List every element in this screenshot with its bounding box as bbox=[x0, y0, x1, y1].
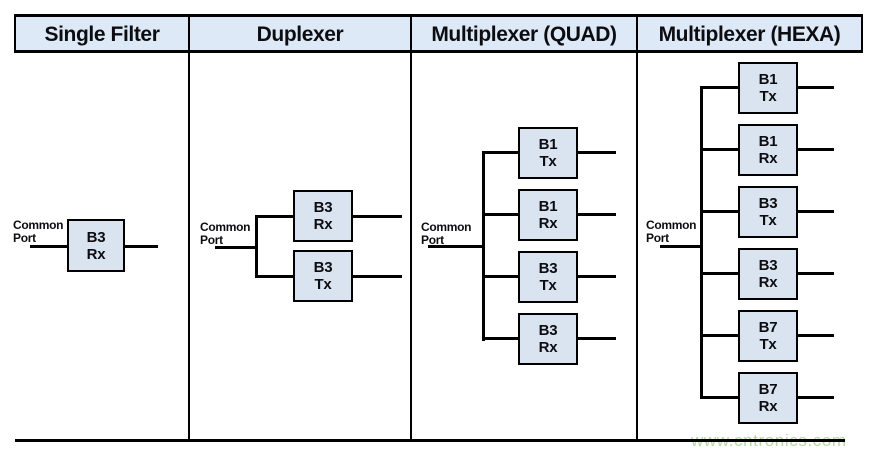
filter-box-b3-rx-quad: B3 Rx bbox=[518, 313, 578, 365]
common-port-line1: Common bbox=[646, 218, 697, 232]
filter-mode: Rx bbox=[758, 398, 778, 415]
filter-box-b1-rx-quad: B1 Rx bbox=[518, 189, 578, 241]
hexa-output-line-1 bbox=[798, 86, 834, 89]
filter-box-b1-tx-quad: B1 Tx bbox=[518, 127, 578, 179]
filter-band: B3 bbox=[86, 228, 106, 246]
table-header-band bbox=[14, 14, 863, 53]
filter-band: B1 bbox=[758, 71, 778, 88]
duplexer-branch-line-1 bbox=[255, 215, 293, 218]
quad-branch-line-1 bbox=[482, 151, 518, 154]
hexa-output-line-2 bbox=[798, 148, 834, 151]
column-divider-1 bbox=[188, 14, 190, 442]
filter-band: B1 bbox=[538, 136, 558, 153]
quad-input-line bbox=[428, 245, 485, 248]
table-bottom-border bbox=[15, 439, 845, 442]
column-divider-3 bbox=[636, 14, 638, 442]
common-port-label-hexa: Common Port bbox=[646, 218, 697, 245]
filter-mode: Tx bbox=[759, 336, 777, 353]
filter-band: B1 bbox=[758, 133, 778, 150]
common-port-line2: Port bbox=[646, 230, 669, 245]
duplexer-branch-line-2 bbox=[255, 275, 293, 278]
hexa-branch-line-6 bbox=[700, 396, 738, 399]
hexa-output-line-5 bbox=[798, 334, 834, 337]
duplexer-branch-vertical bbox=[255, 215, 258, 278]
filter-band: B3 bbox=[758, 195, 778, 212]
hexa-output-line-3 bbox=[798, 210, 834, 213]
common-port-label-duplexer: Common Port bbox=[200, 220, 251, 247]
quad-branch-line-4 bbox=[482, 337, 518, 340]
filter-mode: Rx bbox=[758, 274, 778, 291]
header-duplexer: Duplexer bbox=[256, 23, 344, 46]
quad-branch-line-3 bbox=[482, 275, 518, 278]
filter-box-b3-tx-quad: B3 Tx bbox=[518, 251, 578, 303]
hexa-branch-line-1 bbox=[700, 86, 738, 89]
hexa-branch-line-5 bbox=[700, 334, 738, 337]
filter-band: B1 bbox=[538, 198, 558, 215]
quad-branch-vertical bbox=[482, 151, 485, 341]
filter-mode: Rx bbox=[538, 215, 558, 232]
common-port-line1: Common bbox=[200, 220, 251, 234]
single-output-line bbox=[125, 245, 158, 248]
duplexer-output-line-2 bbox=[353, 275, 402, 278]
filter-mode: Tx bbox=[314, 276, 332, 293]
filter-box-b1-rx-hexa: B1 Rx bbox=[738, 124, 798, 176]
filter-band: B3 bbox=[538, 322, 558, 339]
filter-mode: Tx bbox=[759, 212, 777, 229]
filter-mode: Tx bbox=[759, 88, 777, 105]
column-divider-2 bbox=[410, 14, 412, 442]
common-port-line2: Port bbox=[421, 232, 444, 247]
header-multiplexer-hexa: Multiplexer (HEXA) bbox=[658, 23, 841, 46]
header-single-filter: Single Filter bbox=[44, 23, 160, 46]
common-port-line1: Common bbox=[421, 220, 472, 234]
common-port-line1: Common bbox=[13, 218, 64, 232]
filter-mode: Rx bbox=[86, 245, 106, 263]
filter-box-b3-rx-duplexer: B3 Rx bbox=[293, 190, 353, 242]
filter-band: B7 bbox=[758, 319, 778, 336]
filter-band: B3 bbox=[538, 260, 558, 277]
filter-mode: Tx bbox=[539, 153, 557, 170]
filter-mode: Rx bbox=[313, 216, 333, 233]
hexa-branch-line-3 bbox=[700, 210, 738, 213]
quad-output-line-2 bbox=[578, 213, 616, 216]
filter-box-b3-rx-hexa: B3 Rx bbox=[738, 248, 798, 300]
hexa-branch-vertical bbox=[700, 86, 703, 399]
filter-mode: Rx bbox=[538, 339, 558, 356]
hexa-branch-line-4 bbox=[700, 272, 738, 275]
filter-box-b3-tx-duplexer: B3 Tx bbox=[293, 250, 353, 302]
filter-box-b1-tx-hexa: B1 Tx bbox=[738, 62, 798, 114]
hexa-input-line bbox=[660, 245, 703, 248]
duplexer-output-line-1 bbox=[353, 215, 402, 218]
filter-box-b3-rx-single: B3 Rx bbox=[67, 219, 125, 272]
filter-box-b7-rx-hexa: B7 Rx bbox=[738, 372, 798, 424]
quad-output-line-4 bbox=[578, 337, 616, 340]
filter-band: B7 bbox=[758, 381, 778, 398]
common-port-line2: Port bbox=[13, 230, 36, 245]
filter-mode: Rx bbox=[758, 150, 778, 167]
quad-branch-line-2 bbox=[482, 213, 518, 216]
common-port-label-quad: Common Port bbox=[421, 220, 472, 247]
single-input-line bbox=[30, 245, 67, 248]
filter-box-b3-tx-hexa: B3 Tx bbox=[738, 186, 798, 238]
filter-band: B3 bbox=[758, 257, 778, 274]
hexa-output-line-4 bbox=[798, 272, 834, 275]
filter-mode: Tx bbox=[539, 277, 557, 294]
filter-box-b7-tx-hexa: B7 Tx bbox=[738, 310, 798, 362]
common-port-line2: Port bbox=[200, 232, 223, 247]
filter-band: B3 bbox=[313, 259, 333, 276]
duplexer-input-line bbox=[215, 246, 258, 249]
header-multiplexer-quad: Multiplexer (QUAD) bbox=[431, 23, 617, 46]
hexa-branch-line-2 bbox=[700, 148, 738, 151]
common-port-label-single: Common Port bbox=[13, 218, 64, 245]
quad-output-line-1 bbox=[578, 151, 616, 154]
quad-output-line-3 bbox=[578, 275, 616, 278]
filter-band: B3 bbox=[313, 199, 333, 216]
hexa-output-line-6 bbox=[798, 396, 834, 399]
